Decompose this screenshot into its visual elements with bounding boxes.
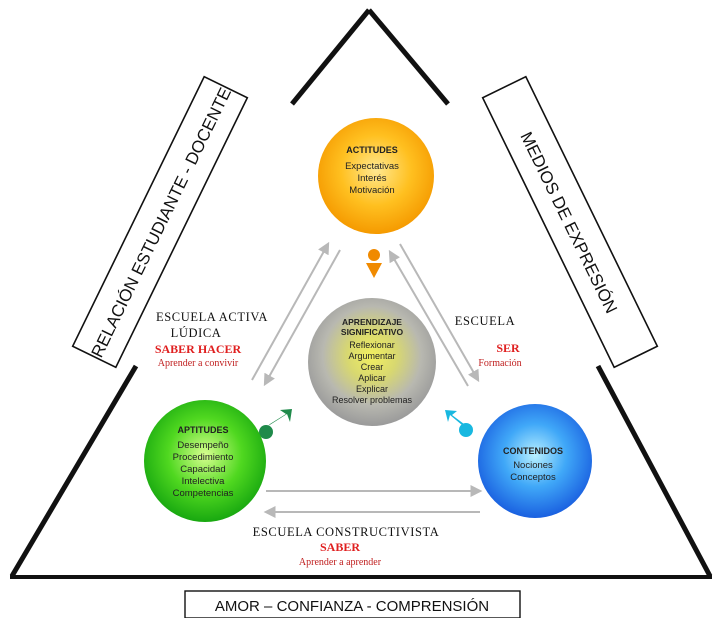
bottom-label: AMOR – CONFIANZA - COMPRENSIÓN — [184, 590, 521, 618]
aptitudes-line: Capacidad — [180, 464, 225, 475]
contenidos-line: Nociones — [513, 460, 553, 471]
cyan-arrow-icon — [445, 410, 473, 437]
school-constructivista: ESCUELA CONSTRUCTIVISTA SABER Aprender a… — [253, 525, 440, 568]
node-aptitudes: APTITUDES Desempeño Procedimiento Capaci… — [144, 400, 266, 522]
school-escuela-line1: ESCUELA — [455, 314, 515, 328]
aprendizaje-line: Aplicar — [358, 373, 386, 383]
contenidos-title: CONTENIDOS — [503, 446, 563, 456]
orange-arrow-icon — [366, 249, 382, 278]
node-aprendizaje: APRENDIZAJE SIGNIFICATIVO Reflexionar Ar… — [308, 298, 436, 426]
arrow-actitudes-contenidos-b — [388, 249, 469, 387]
school-escuela-highlight: SER — [496, 341, 520, 355]
aptitudes-title: APTITUDES — [177, 425, 228, 435]
aptitudes-line: Procedimiento — [173, 452, 234, 463]
school-activa-line1: ESCUELA ACTIVA — [156, 310, 268, 324]
arrow-aptitudes-actitudes-b — [263, 249, 341, 387]
aptitudes-line: Desempeño — [177, 440, 228, 451]
green-arrow-icon — [259, 409, 292, 439]
outer-triangle — [9, 8, 713, 579]
actitudes-line: Expectativas — [345, 161, 399, 172]
arrow-actitudes-contenidos-a — [399, 243, 480, 383]
school-activa-line2: LÚDICA — [171, 326, 222, 340]
school-escuela: ESCUELA SER Formación — [455, 314, 522, 369]
aprendizaje-line: Argumentar — [348, 351, 395, 361]
connector-arrows — [251, 241, 483, 518]
actitudes-line: Motivación — [349, 185, 394, 196]
bottom-label-text: AMOR – CONFIANZA - COMPRENSIÓN — [215, 598, 489, 615]
node-actitudes: ACTITUDES Expectativas Interés Motivació… — [318, 118, 434, 234]
aprendizaje-title: SIGNIFICATIVO — [341, 327, 404, 337]
school-activa-highlight: SABER HACER — [155, 342, 242, 356]
school-activa-sub: Aprender a convivir — [158, 358, 239, 369]
aprendizaje-line: Crear — [361, 362, 384, 372]
aptitudes-line: Competencias — [173, 488, 234, 499]
aprendizaje-line: Reflexionar — [349, 340, 395, 350]
aptitudes-line: Intelectiva — [182, 476, 225, 487]
node-contenidos: CONTENIDOS Nociones Conceptos — [478, 404, 592, 518]
arrow-aptitudes-actitudes-a — [251, 241, 330, 381]
side-label-right-text: MEDIOS DE EXPRESIÓN — [516, 129, 620, 316]
school-constructivista-sub: Aprender a aprender — [299, 557, 382, 568]
school-constructivista-line1: ESCUELA CONSTRUCTIVISTA — [253, 525, 440, 539]
actitudes-line: Interés — [357, 173, 386, 184]
aprendizaje-line: Explicar — [356, 384, 388, 394]
aprendizaje-line: Resolver problemas — [332, 395, 413, 405]
school-activa: ESCUELA ACTIVA LÚDICA SABER HACER Aprend… — [155, 310, 268, 369]
school-escuela-sub: Formación — [478, 358, 521, 369]
contenidos-line: Conceptos — [510, 472, 556, 483]
actitudes-title: ACTITUDES — [346, 145, 398, 155]
aprendizaje-title: APRENDIZAJE — [342, 317, 402, 327]
school-constructivista-highlight: SABER — [320, 540, 360, 554]
